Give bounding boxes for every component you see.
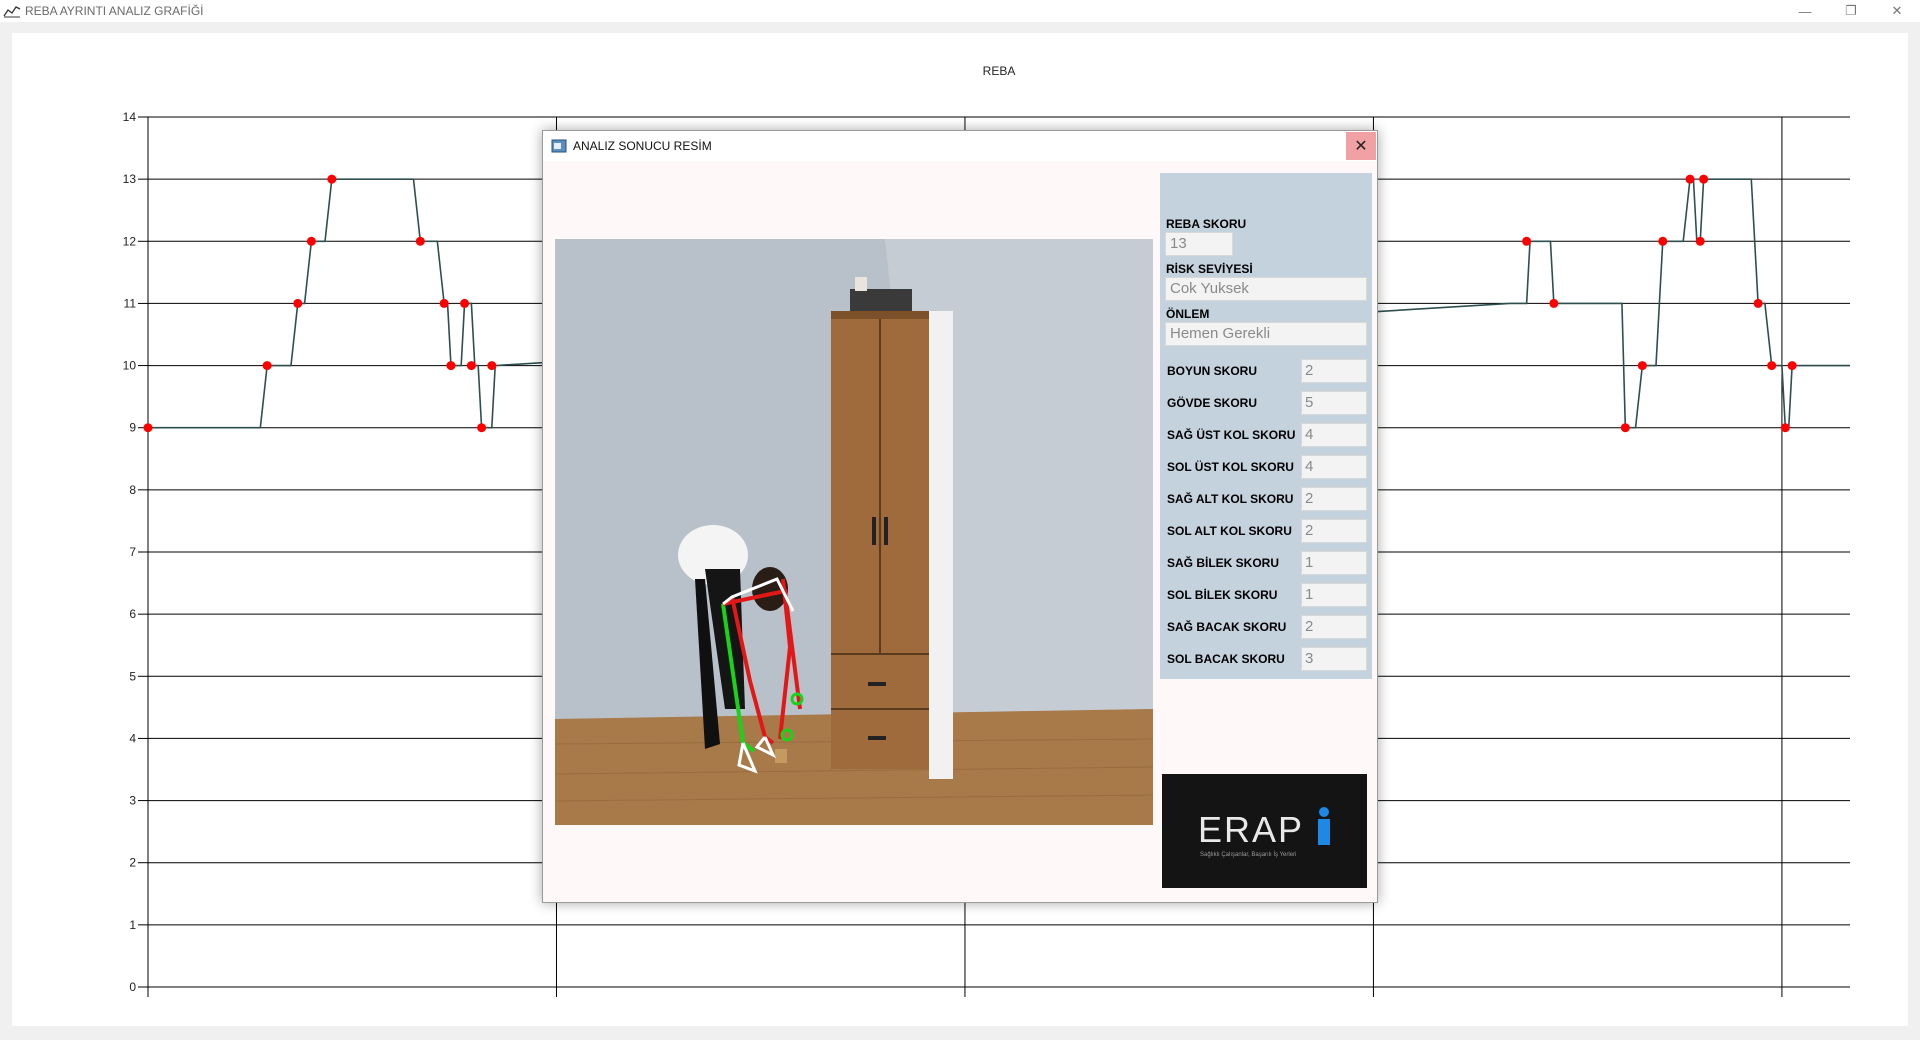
score-row-field[interactable]: 3 — [1301, 647, 1367, 671]
data-point — [306, 236, 316, 246]
data-point — [1695, 236, 1705, 246]
data-point — [1767, 361, 1777, 371]
score-row-label: GÖVDE SKORU — [1167, 396, 1258, 410]
erap-logo-image: ERAP Sağlıklı Çalışanlar, Başarılı İş Ye… — [1198, 807, 1330, 858]
data-point — [1658, 236, 1668, 246]
score-row-label: SOL ALT KOL SKORU — [1167, 524, 1292, 538]
data-point — [1753, 298, 1763, 308]
dialog-title: ANALIZ SONUCU RESİM — [573, 139, 712, 153]
y-tick-label: 4 — [129, 731, 136, 745]
data-point — [1637, 361, 1647, 371]
score-row-label: SAĞ ÜST KOL SKORU — [1167, 428, 1296, 442]
image-window-icon — [551, 139, 567, 153]
score-row-field[interactable]: 1 — [1301, 551, 1367, 575]
data-point — [415, 236, 425, 246]
window-titlebar: REBA AYRINTI ANALIZ GRAFİĞİ — ❐ ✕ — [0, 0, 1920, 22]
y-tick-label: 13 — [123, 172, 137, 186]
chart-app-icon — [3, 6, 21, 18]
precaution-label: ÖNLEM — [1166, 307, 1210, 321]
reba-score-field[interactable]: 13 — [1165, 232, 1233, 256]
data-point — [1780, 423, 1790, 433]
y-tick-label: 0 — [129, 980, 136, 994]
score-panel: REBA SKORU 13 RİSK SEVİYESİ Cok Yuksek Ö… — [1160, 173, 1372, 679]
y-tick-label: 8 — [129, 483, 136, 497]
score-row-field[interactable]: 2 — [1301, 359, 1367, 383]
analysis-photo — [555, 239, 1153, 825]
close-window-button[interactable]: ✕ — [1891, 3, 1903, 18]
data-point — [262, 361, 272, 371]
data-point — [143, 423, 153, 433]
risk-level-label: RİSK SEVİYESİ — [1166, 262, 1253, 276]
y-tick-label: 14 — [123, 110, 137, 124]
score-row-field[interactable]: 2 — [1301, 487, 1367, 511]
y-tick-label: 12 — [123, 234, 137, 248]
score-row-field[interactable]: 5 — [1301, 391, 1367, 415]
data-point — [327, 174, 337, 184]
score-row-label: SAĞ ALT KOL SKORU — [1167, 492, 1294, 506]
precaution-field[interactable]: Hemen Gerekli — [1165, 322, 1367, 346]
data-point — [487, 361, 497, 371]
data-point — [293, 298, 303, 308]
pose-image — [555, 239, 1153, 825]
score-row-field[interactable]: 4 — [1301, 423, 1367, 447]
data-point — [1549, 298, 1559, 308]
chart-title: REBA — [983, 64, 1016, 78]
y-tick-label: 2 — [129, 856, 136, 870]
y-tick-label: 3 — [129, 794, 136, 808]
score-row-label: SOL ÜST KOL SKORU — [1167, 460, 1294, 474]
data-point — [1699, 174, 1709, 184]
data-point — [446, 361, 456, 371]
score-row-label: BOYUN SKORU — [1167, 364, 1258, 378]
score-row-field[interactable]: 2 — [1301, 615, 1367, 639]
data-point — [439, 298, 449, 308]
y-tick-label: 9 — [129, 421, 136, 435]
score-row-field[interactable]: 4 — [1301, 455, 1367, 479]
risk-level-field[interactable]: Cok Yuksek — [1165, 277, 1367, 301]
y-tick-label: 5 — [129, 669, 136, 683]
dialog-titlebar: ANALIZ SONUCU RESİM — [543, 131, 1377, 161]
logo-tagline: Sağlıklı Çalışanlar, Başarılı İş Yerleri — [1200, 851, 1296, 858]
y-tick-label: 7 — [129, 545, 136, 559]
data-point — [460, 298, 470, 308]
y-tick-label: 11 — [124, 296, 137, 310]
restore-button[interactable]: ❐ — [1845, 3, 1857, 18]
dialog-close-button[interactable]: ✕ — [1346, 132, 1376, 160]
reba-score-label: REBA SKORU — [1166, 217, 1247, 231]
score-row-field[interactable]: 2 — [1301, 519, 1367, 543]
minimize-button[interactable]: — — [1798, 3, 1812, 19]
score-row-label: SAĞ BACAK SKORU — [1167, 620, 1287, 634]
analysis-result-dialog: ANALIZ SONUCU RESİM ✕ — [542, 130, 1378, 903]
data-point — [1620, 423, 1630, 433]
score-row-label: SOL BACAK SKORU — [1167, 652, 1285, 666]
logo-text: ERAP — [1198, 809, 1304, 850]
score-row-field[interactable]: 1 — [1301, 583, 1367, 607]
score-row-label: SAĞ BİLEK SKORU — [1167, 556, 1280, 570]
erap-logo: ERAP Sağlıklı Çalışanlar, Başarılı İş Ye… — [1162, 774, 1367, 888]
data-point — [1522, 236, 1532, 246]
window-title: REBA AYRINTI ANALIZ GRAFİĞİ — [25, 4, 204, 18]
y-tick-label: 6 — [129, 607, 136, 621]
data-point — [477, 423, 487, 433]
data-point — [1787, 361, 1797, 371]
y-tick-label: 1 — [129, 918, 136, 932]
y-tick-label: 10 — [123, 359, 137, 373]
score-row-label: SOL BİLEK SKORU — [1167, 588, 1278, 602]
data-point — [466, 361, 476, 371]
data-point — [1685, 174, 1695, 184]
